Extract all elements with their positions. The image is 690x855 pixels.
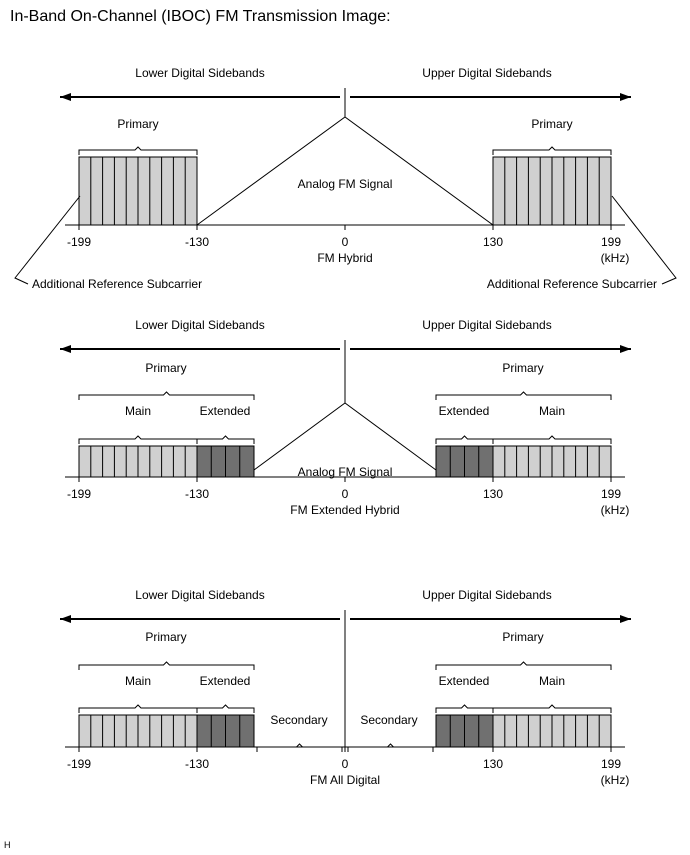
panel-1-tick-label: 199 — [601, 235, 621, 249]
panel-2-tick-label: 130 — [483, 487, 503, 501]
panel-2-lower-main-brace — [78, 435, 198, 444]
panel-3-lower-primary-brace — [78, 661, 255, 670]
panel-3-tick-label: 0 — [342, 757, 349, 771]
panel-2-lower-arrowhead — [60, 345, 71, 353]
panel-2-upper-sidebands-label: Upper Digital Sidebands — [422, 318, 551, 332]
panel-1-tick-label: 0 — [342, 235, 349, 249]
panel-3-upper-extended-brace — [435, 704, 494, 713]
panel-3-unit-label: (kHz) — [601, 773, 630, 787]
panel-1-tick-label: -199 — [67, 235, 91, 249]
panel-2-upper-primary-label: Primary — [502, 361, 543, 375]
panel-3-lower-arrowhead — [60, 615, 71, 623]
panel-3-lower-extended-label: Extended — [200, 674, 251, 688]
panel-3-upper-extended-label: Extended — [439, 674, 490, 688]
panel-3-lower-primary-label: Primary — [145, 630, 186, 644]
panel-3-lower-secondary-label: Secondary — [270, 713, 327, 727]
panel-3-upper-main-brace — [492, 704, 612, 713]
panel-2-mode-title: FM Extended Hybrid — [290, 503, 399, 517]
panel-3-upper-arrowhead — [620, 615, 631, 623]
panel-2-lower-main-label: Main — [125, 404, 151, 418]
panel-3-tick-label: 130 — [483, 757, 503, 771]
panel-1-lower-sidebands-label: Lower Digital Sidebands — [135, 66, 264, 80]
panel-2-tick-label: -199 — [67, 487, 91, 501]
panel-2-analog-triangle — [253, 402, 437, 471]
panel-3-upper-sidebands-label: Upper Digital Sidebands — [422, 588, 551, 602]
panel-1-lower-primary-brace — [78, 146, 198, 155]
panel-3-upper-secondary-label: Secondary — [360, 713, 417, 727]
panel-3-lower-secondary-brace — [256, 743, 343, 752]
panel-1-unit-label: (kHz) — [601, 251, 630, 265]
panel-1-upper-sidebands-label: Upper Digital Sidebands — [422, 66, 551, 80]
panel-1-analog-label: Analog FM Signal — [298, 177, 393, 191]
panel-1-upper-primary-brace — [492, 146, 612, 155]
panel-3-lower-main-brace — [78, 704, 198, 713]
panel-2-analog-label: Analog FM Signal — [298, 465, 393, 479]
panel-1-lower-ref-leader — [14, 195, 81, 285]
panel-3-mode-title: FM All Digital — [310, 773, 380, 787]
panel-1-lower-arrowhead — [60, 93, 71, 101]
panel-3-upper-main-label: Main — [539, 674, 565, 688]
panel-2-unit-label: (kHz) — [601, 503, 630, 517]
panel-1-lower-primary-label: Primary — [117, 117, 158, 131]
panel-1-tick-label: -130 — [185, 235, 209, 249]
panel-3-upper-secondary-brace — [347, 743, 434, 752]
panel-1-upper-ref-label: Additional Reference Subcarrier — [487, 277, 657, 291]
panel-2-lower-primary-label: Primary — [145, 361, 186, 375]
panel-2-tick-label: 0 — [342, 487, 349, 501]
panel-1-upper-arrowhead — [620, 93, 631, 101]
panel-1-lower-ref-label: Additional Reference Subcarrier — [32, 277, 202, 291]
footer-code: H — [4, 840, 11, 850]
panel-2-upper-extended-label: Extended — [439, 404, 490, 418]
panel-2-tick-label: -130 — [185, 487, 209, 501]
panel-3-upper-primary-label: Primary — [502, 630, 543, 644]
panel-1-upper-ref-leader — [611, 195, 677, 285]
panel-2-upper-primary-brace — [435, 391, 612, 400]
panel-2-upper-arrowhead — [620, 345, 631, 353]
panel-2-upper-extended-brace — [435, 435, 494, 444]
panel-2-lower-sidebands-label: Lower Digital Sidebands — [135, 318, 264, 332]
panel-1-analog-triangle — [195, 116, 495, 226]
panel-1-tick-label: 130 — [483, 235, 503, 249]
panel-2-upper-main-label: Main — [539, 404, 565, 418]
panel-3-tick-label: 199 — [601, 757, 621, 771]
panel-3-upper-primary-brace — [435, 661, 612, 670]
panel-2-lower-extended-label: Extended — [200, 404, 251, 418]
panel-2-upper-main-brace — [492, 435, 612, 444]
page-title: In-Band On-Channel (IBOC) FM Transmissio… — [10, 8, 391, 25]
panel-3-lower-sidebands-label: Lower Digital Sidebands — [135, 588, 264, 602]
panel-2-lower-extended-brace — [196, 435, 255, 444]
panel-1-mode-title: FM Hybrid — [317, 251, 372, 265]
panel-1-upper-primary-label: Primary — [531, 117, 572, 131]
panel-3-lower-extended-brace — [196, 704, 255, 713]
panel-2-tick-label: 199 — [601, 487, 621, 501]
panel-2-lower-primary-brace — [78, 391, 255, 400]
panel-3-lower-main-label: Main — [125, 674, 151, 688]
panel-3-tick-label: -130 — [185, 757, 209, 771]
panel-3-tick-label: -199 — [67, 757, 91, 771]
